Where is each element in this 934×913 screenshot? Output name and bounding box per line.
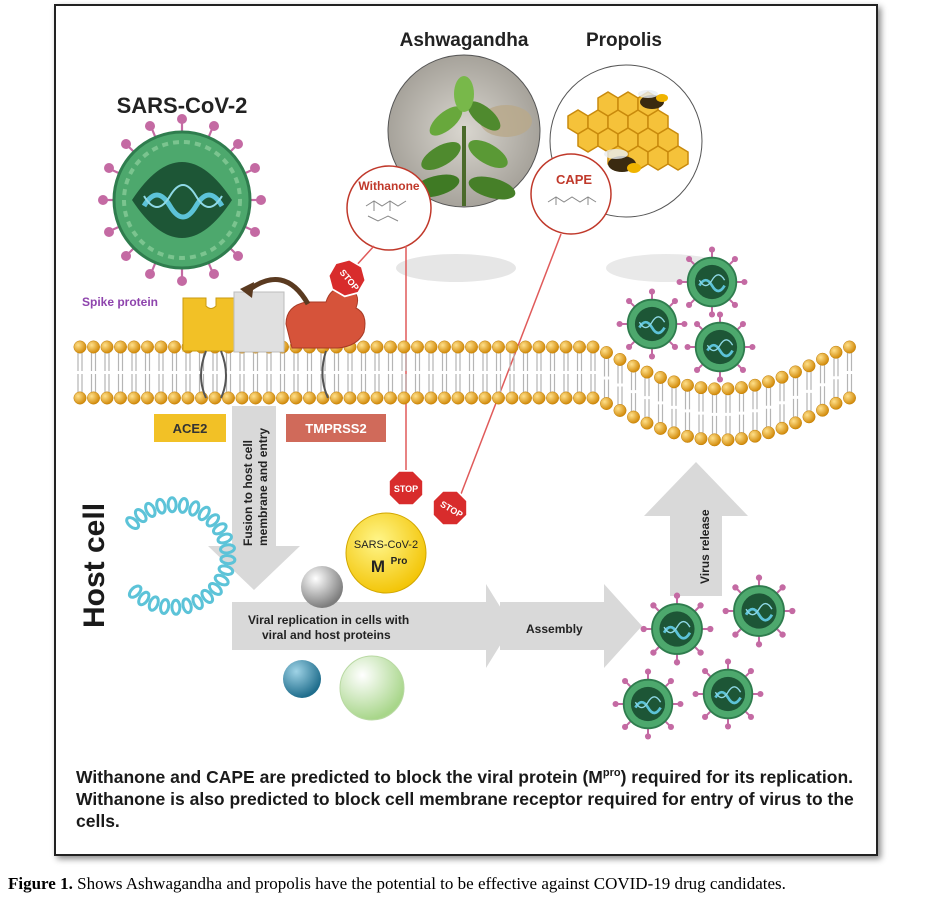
assembled-virus-1 [640, 592, 714, 666]
panel-caption-part2: ) required for its replication. Withanon… [76, 766, 854, 831]
host-protein-blue-sphere [283, 660, 321, 698]
ace2-label: ACE2 [173, 421, 208, 436]
stop-label-2: STOP [394, 484, 418, 494]
fusion-protein-block [233, 291, 285, 353]
tmprss2-tag [286, 414, 386, 442]
host-protein-green-sphere [339, 655, 405, 721]
released-virus-3 [684, 311, 756, 383]
withanone-bubble: Withanone [346, 165, 432, 251]
propolis-label: Propolis [586, 30, 662, 51]
ace2-receptor [182, 297, 241, 399]
replication-arrow [232, 584, 512, 668]
cape-bubble: CAPE [530, 153, 612, 235]
fusion-label-line2: membrane and entry [256, 428, 270, 546]
cape-structure [547, 196, 597, 205]
replication-label-line1: Viral replication in cells with [248, 613, 409, 627]
viral-rna-coil [125, 496, 237, 616]
spike-protein-label: Spike protein [82, 295, 158, 309]
cleavage-arrowhead [240, 282, 254, 298]
stop-sign-cape-mpro: STOP [432, 490, 468, 526]
stop-sign-withanone-mpro: STOP [388, 470, 424, 506]
panel-caption: Withanone and CAPE are predicted to bloc… [76, 762, 856, 832]
host-cell-label: Host cell [78, 503, 111, 628]
withanone-label: Withanone [358, 179, 420, 193]
virus-release-label: Virus release [698, 509, 712, 584]
replication-label-line2: viral and host proteins [262, 628, 391, 642]
fusion-arrow [208, 406, 300, 590]
sars-cov-2-virion [98, 114, 266, 286]
assembly-arrow [500, 584, 642, 668]
tmprss2-label: TMPRSS2 [305, 421, 366, 436]
panel-caption-sup: pro [602, 767, 621, 779]
cleavage-arrow [244, 277, 311, 306]
assembled-virus-4 [692, 658, 764, 730]
ashwagandha-label: Ashwagandha [400, 30, 529, 51]
mpro-label-line1: SARS-CoV-2 [354, 539, 418, 551]
panel-caption-part1: Withanone and CAPE are predicted to bloc… [76, 766, 603, 787]
figure-panel: Ashwagandha Propolis SARS-CoV-2 Withanon… [54, 4, 878, 856]
mpro-label-main: M [371, 557, 385, 576]
fusion-label-line1: Fusion to host cell [241, 440, 255, 546]
cape-label: CAPE [556, 172, 592, 187]
assembled-virus-2 [722, 574, 796, 648]
released-virus-1 [676, 246, 748, 318]
mpro-protein: SARS-CoV-2 M Pro [345, 512, 427, 594]
virus-release-arrow [644, 462, 748, 596]
figure-caption-text: Shows Ashwagandha and propolis have the … [72, 874, 786, 893]
ashwagandha-image [387, 54, 541, 208]
diagram-canvas: Ashwagandha Propolis SARS-CoV-2 Withanon… [73, 30, 856, 740]
virus-title: SARS-CoV-2 [117, 93, 248, 118]
assembled-virus-3 [612, 668, 684, 740]
figure-caption: Figure 1. Shows Ashwagandha and propolis… [8, 874, 786, 894]
ace2-tag [154, 414, 226, 442]
cape-to-mpro-line [460, 233, 562, 495]
stop-sign-tmprss2: STOP [322, 253, 372, 303]
host-protein-grey-sphere [301, 566, 343, 608]
figure-caption-label: Figure 1. [8, 874, 73, 893]
mpro-label-sup: Pro [391, 556, 408, 567]
released-virus-2 [616, 288, 688, 360]
withanone-structure [365, 200, 407, 222]
assembly-label: Assembly [526, 622, 583, 636]
